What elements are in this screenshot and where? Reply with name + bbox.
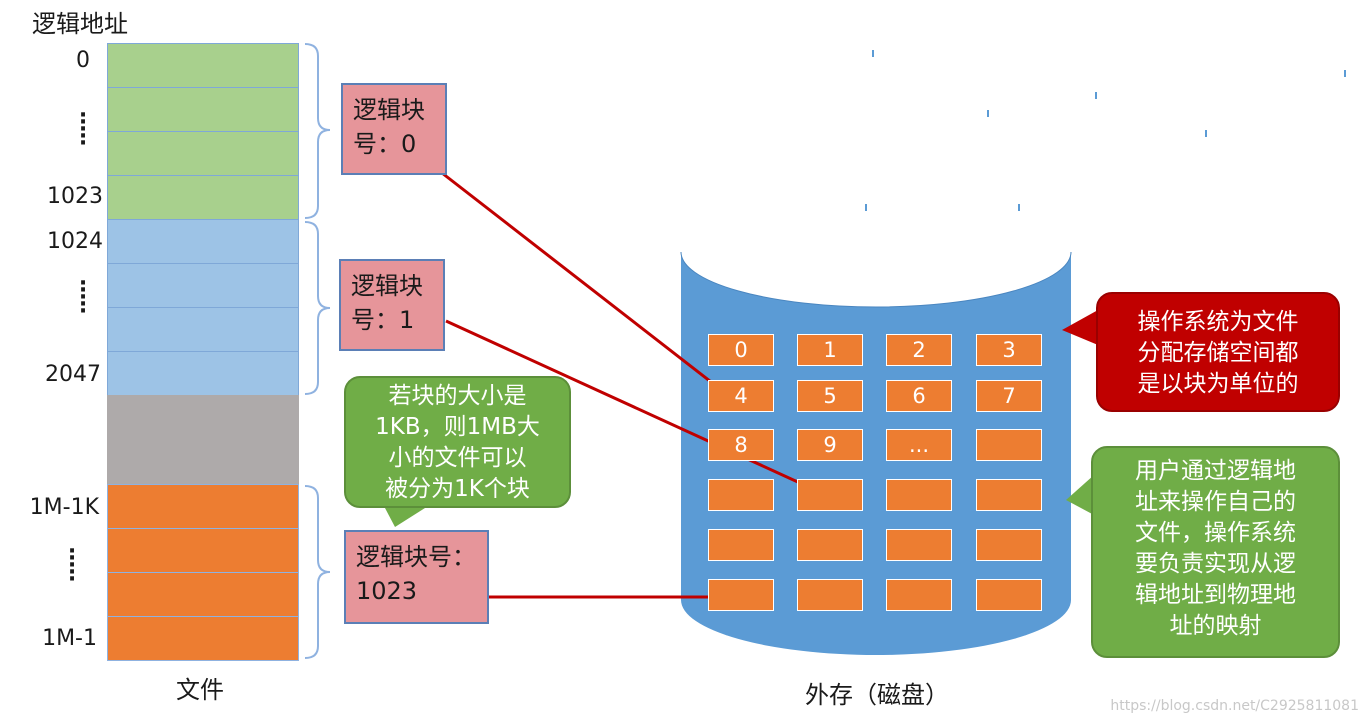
file-cell-blue [107, 307, 299, 352]
disk-block [976, 479, 1042, 511]
file-cell-orange [107, 484, 299, 529]
os-allocation-callout: 操作系统为文件 分配存储空间都 是以块为单位的 [1096, 292, 1340, 412]
file-cell-orange [107, 528, 299, 573]
disk-block [976, 529, 1042, 561]
decorative-speck [872, 50, 874, 57]
arrow-block-1 [445, 319, 826, 496]
address-label-1m-1k: 1M-1K [29, 495, 99, 520]
decorative-speck [1205, 130, 1207, 137]
vertical-ellipsis-1: ····· [78, 103, 88, 156]
logical-block-0-line2: 号：0 [353, 130, 417, 158]
disk-block: 7 [976, 380, 1042, 412]
file-cell-blue [107, 351, 299, 396]
disk-block [708, 479, 774, 511]
file-cell-gray [107, 395, 299, 484]
decorative-speck [1344, 70, 1346, 77]
user-mapping-line4: 要负责实现从逻 [1135, 551, 1296, 577]
vertical-ellipsis-2: ····· [78, 271, 88, 324]
file-caption: 文件 [176, 676, 224, 704]
address-label-1023: 1023 [47, 184, 103, 209]
file-block-column [107, 43, 299, 663]
user-mapping-line5: 辑地址到物理地 [1135, 582, 1296, 608]
disk-block: 4 [708, 380, 774, 412]
user-mapping-line2: 址来操作自己的 [1135, 489, 1296, 515]
brace-block-0 [304, 43, 331, 219]
logical-block-1-line1: 逻辑块 [351, 272, 423, 300]
vertical-ellipsis-3: ····· [67, 539, 77, 592]
block-size-line4: 被分为1K个块 [385, 476, 530, 502]
disk-block [797, 579, 863, 611]
address-label-1024: 1024 [47, 229, 103, 254]
watermark: https://blog.csdn.net/C2925811081 [1110, 698, 1359, 714]
disk-block: ... [886, 429, 952, 461]
logical-block-1-line2: 号：1 [351, 306, 415, 334]
file-cell-blue [107, 263, 299, 308]
disk-cylinder [681, 252, 1071, 655]
disk-block [708, 529, 774, 561]
disk-block [886, 529, 952, 561]
decorative-speck [1018, 204, 1020, 211]
disk-block [708, 579, 774, 611]
file-cell-orange [107, 616, 299, 661]
disk-block [976, 429, 1042, 461]
block-size-line3: 小的文件可以 [388, 445, 527, 471]
disk-block: 1 [797, 334, 863, 366]
disk-block: 0 [708, 334, 774, 366]
user-mapping-callout: 用户通过逻辑地 址来操作自己的 文件，操作系统 要负责实现从逻 辑地址到物理地 … [1091, 446, 1340, 658]
address-label-2047: 2047 [45, 362, 101, 387]
disk-block [797, 479, 863, 511]
decorative-speck [987, 110, 989, 117]
disk-block [797, 529, 863, 561]
disk-block: 5 [797, 380, 863, 412]
file-cell-green [107, 43, 299, 88]
decorative-speck [865, 204, 867, 211]
arrow-block-0 [441, 171, 726, 394]
file-cell-green [107, 175, 299, 220]
disk-block [886, 479, 952, 511]
brace-block-1023 [304, 485, 331, 659]
block-size-callout: 若块的大小是 1KB，则1MB大 小的文件可以 被分为1K个块 [344, 376, 571, 508]
logical-block-0-label: 逻辑块 号：0 [341, 83, 447, 175]
os-allocation-line3: 是以块为单位的 [1137, 371, 1299, 397]
disk-caption: 外存（磁盘） [805, 681, 949, 709]
user-mapping-line6: 址的映射 [1169, 613, 1262, 639]
disk-block [886, 579, 952, 611]
address-label-0: 0 [76, 48, 90, 73]
logical-block-1023-line1: 逻辑块号： [356, 543, 476, 571]
decorative-speck [1095, 92, 1097, 99]
os-allocation-line2: 分配存储空间都 [1137, 340, 1299, 366]
disk-block: 2 [886, 334, 952, 366]
address-label-1m-1: 1M-1 [42, 626, 97, 651]
logical-address-title: 逻辑地址 [32, 10, 128, 38]
callout-tail-block-size [385, 508, 425, 527]
block-size-line1: 若块的大小是 [388, 383, 527, 409]
disk-block [976, 579, 1042, 611]
os-allocation-line1: 操作系统为文件 [1137, 309, 1299, 335]
file-cell-green [107, 87, 299, 132]
user-mapping-line3: 文件，操作系统 [1135, 520, 1296, 546]
logical-block-1023-label: 逻辑块号： 1023 [344, 530, 489, 624]
logical-block-1023-line2: 1023 [356, 577, 418, 605]
user-mapping-line1: 用户通过逻辑地 [1135, 458, 1296, 484]
callout-tail-os [1062, 310, 1098, 345]
disk-block: 8 [708, 429, 774, 461]
logical-block-0-line1: 逻辑块 [353, 96, 425, 124]
disk-block: 3 [976, 334, 1042, 366]
block-size-line2: 1KB，则1MB大 [375, 414, 540, 440]
logical-block-1-label: 逻辑块 号：1 [339, 259, 445, 351]
disk-block: 6 [886, 380, 952, 412]
file-cell-orange [107, 572, 299, 617]
callout-tail-mapping [1066, 475, 1094, 515]
brace-block-1 [304, 221, 331, 395]
disk-block: 9 [797, 429, 863, 461]
